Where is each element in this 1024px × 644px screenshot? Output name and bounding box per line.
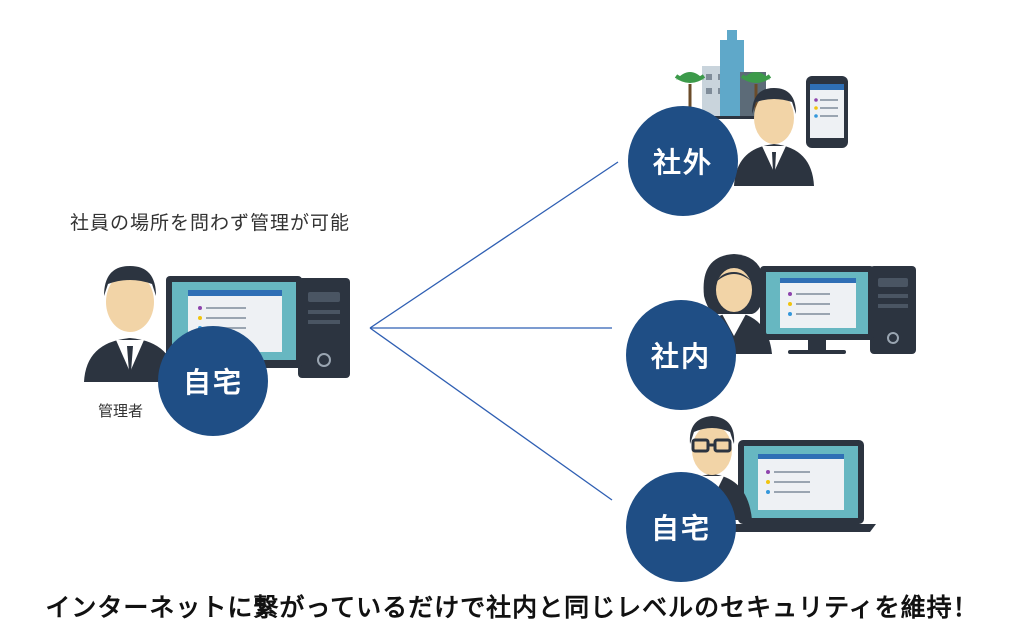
connector-lines [369,161,619,501]
outside-person-icon [734,88,814,186]
outside-badge: 社外 [628,106,738,216]
home-badge: 自宅 [626,472,736,582]
inside-badge: 社内 [626,300,736,410]
inside-desktop-icon [760,266,916,354]
footer-message: インターネットに繋がっているだけで社内と同じレベルのセキュリティを維持！ [45,593,979,622]
admin-label: 管理者 [98,402,144,420]
line-to-home [369,327,613,501]
laptop-icon [726,440,876,532]
admin-person-icon [84,266,176,382]
admin-location-badge: 自宅 [158,326,268,436]
diagram-caption: 社員の場所を問わず管理が可能 [70,212,351,234]
line-to-outside [369,161,619,329]
smartphone-icon [806,76,848,148]
